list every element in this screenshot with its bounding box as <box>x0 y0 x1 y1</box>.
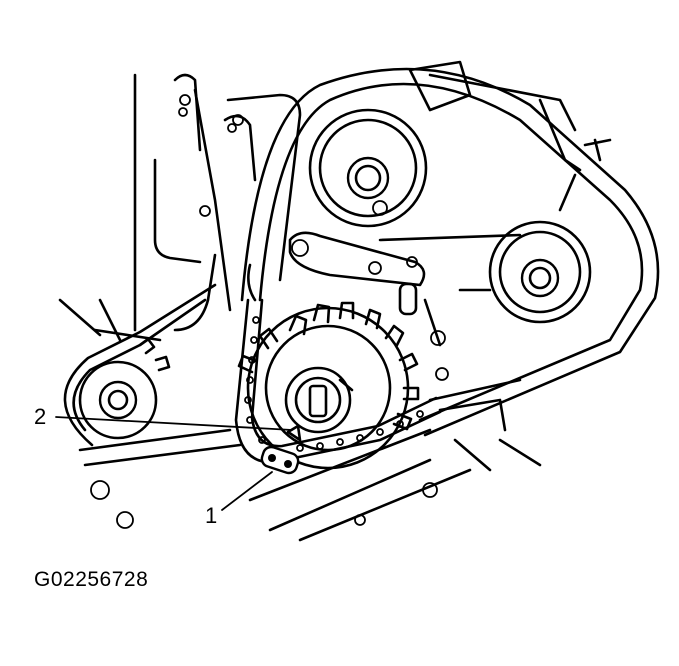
marked-chain-link <box>260 445 300 475</box>
engine-block-outline <box>93 60 612 342</box>
idler-pulley-upper <box>308 108 428 228</box>
figure-id-caption: G02256728 <box>34 568 149 591</box>
callout-label-2: 2 <box>34 404 47 429</box>
idler-pulley-right <box>488 220 592 324</box>
leader-line-2 <box>55 416 293 431</box>
sprocket-timing-mark <box>286 424 302 442</box>
drive-belt <box>63 67 660 447</box>
tensioner-arm <box>288 231 442 347</box>
callout-label-1: 1 <box>205 503 218 528</box>
left-pulley <box>78 337 171 440</box>
timing-chain-links <box>244 316 424 452</box>
lower-structure <box>58 298 542 542</box>
callout-leaders <box>55 416 293 511</box>
leader-line-1 <box>221 471 273 511</box>
